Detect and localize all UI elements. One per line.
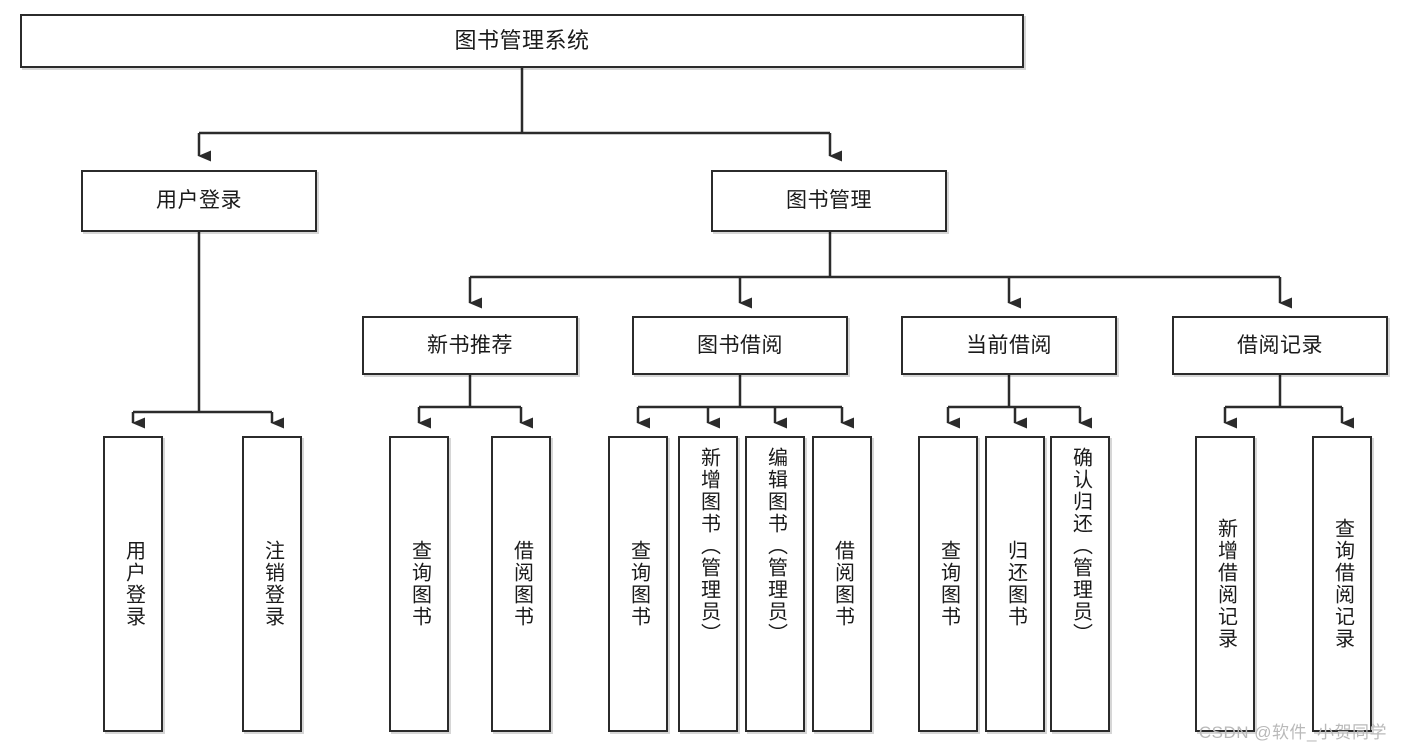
leaf-logout-login[interactable]: 注销登录 xyxy=(242,436,302,732)
leaf-return-book[interactable]: 归还图书 xyxy=(985,436,1045,732)
node-borrow-record[interactable]: 借阅记录 xyxy=(1172,316,1388,375)
node-new-book-recommend[interactable]: 新书推荐 xyxy=(362,316,578,375)
node-label: 当前借阅 xyxy=(966,333,1052,357)
node-label: 用户登录 xyxy=(122,540,145,628)
node-label: 图书借阅 xyxy=(697,333,783,357)
node-user-login[interactable]: 用户登录 xyxy=(81,170,317,232)
node-label: 查询图书 xyxy=(408,540,431,628)
node-label: 借阅记录 xyxy=(1237,333,1323,357)
node-label: 注销登录 xyxy=(261,540,284,628)
node-label: 借阅图书 xyxy=(831,540,854,628)
node-label: 查询图书 xyxy=(937,540,960,628)
node-label: 查询借阅记录 xyxy=(1331,518,1354,650)
node-label: 编辑图书（管理员） xyxy=(764,447,787,645)
csdn-watermark: CSDN @软件_小贺同学 xyxy=(1198,723,1387,742)
node-label: 归还图书 xyxy=(1004,540,1027,628)
node-book-management[interactable]: 图书管理 xyxy=(711,170,947,232)
leaf-edit-book-admin[interactable]: 编辑图书（管理员） xyxy=(745,436,805,732)
leaf-query-book-borrow[interactable]: 查询图书 xyxy=(608,436,668,732)
node-root-system[interactable]: 图书管理系统 xyxy=(20,14,1024,68)
node-book-borrow[interactable]: 图书借阅 xyxy=(632,316,848,375)
leaf-user-login[interactable]: 用户登录 xyxy=(103,436,163,732)
node-label: 借阅图书 xyxy=(510,540,533,628)
node-label: 新增借阅记录 xyxy=(1214,518,1237,650)
leaf-confirm-return-admin[interactable]: 确认归还（管理员） xyxy=(1050,436,1110,732)
leaf-query-book-new[interactable]: 查询图书 xyxy=(389,436,449,732)
leaf-query-borrow-record[interactable]: 查询借阅记录 xyxy=(1312,436,1372,732)
node-label: 确认归还（管理员） xyxy=(1069,447,1092,645)
node-label: 图书管理系统 xyxy=(454,27,590,53)
leaf-borrow-book[interactable]: 借阅图书 xyxy=(812,436,872,732)
node-label: 查询图书 xyxy=(627,540,650,628)
leaf-borrow-book-new[interactable]: 借阅图书 xyxy=(491,436,551,732)
node-label: 新增图书（管理员） xyxy=(697,447,720,645)
node-current-borrow[interactable]: 当前借阅 xyxy=(901,316,1117,375)
node-label: 用户登录 xyxy=(156,189,242,213)
leaf-add-borrow-record[interactable]: 新增借阅记录 xyxy=(1195,436,1255,732)
node-label: 新书推荐 xyxy=(427,333,513,357)
leaf-add-book-admin[interactable]: 新增图书（管理员） xyxy=(678,436,738,732)
node-label: 图书管理 xyxy=(786,189,872,213)
leaf-query-book-current[interactable]: 查询图书 xyxy=(918,436,978,732)
